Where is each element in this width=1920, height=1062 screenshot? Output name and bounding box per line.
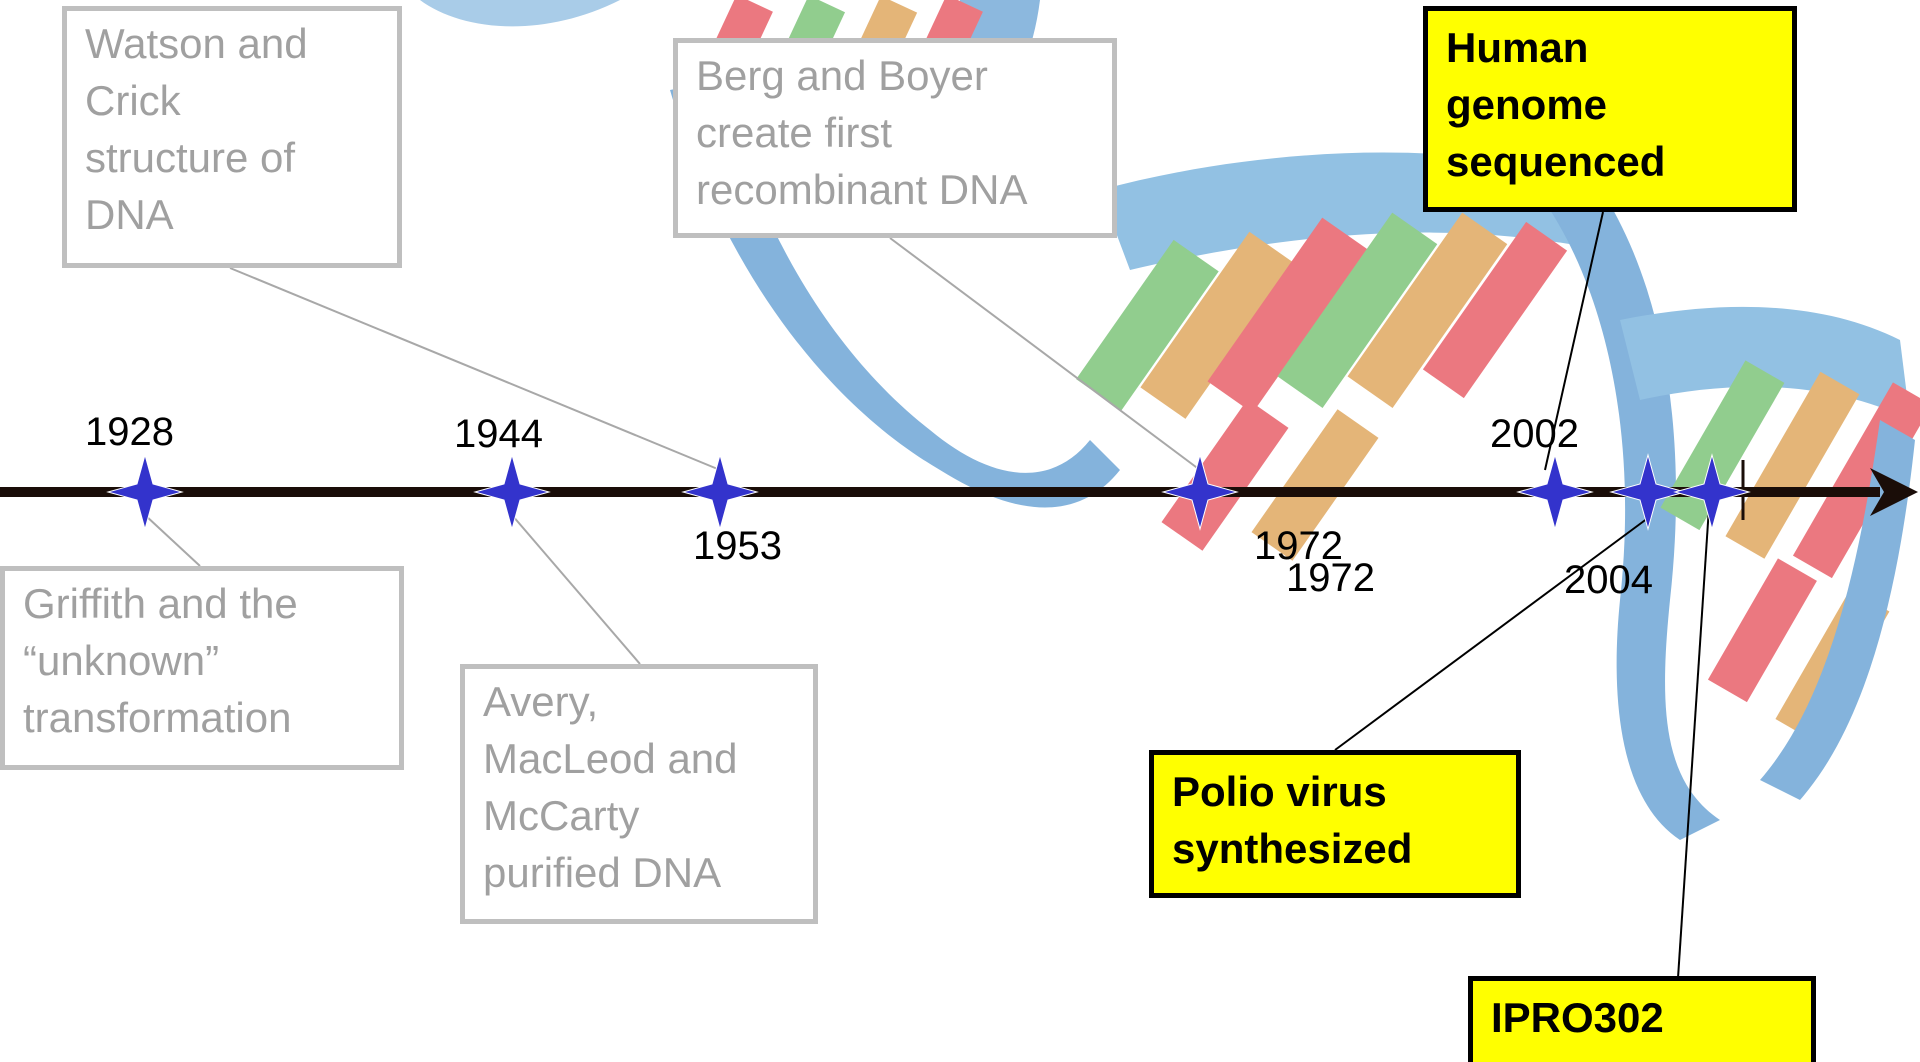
event-text-line: Berg and Boyer	[696, 47, 1094, 104]
event-text-line: McCarty	[483, 787, 795, 844]
four-point-star-icon	[475, 455, 549, 529]
event-box-watson-crick: Watson and Crick structure of DNA	[62, 6, 402, 268]
four-point-star-icon	[1518, 455, 1592, 529]
event-box-human-genome: Human genome sequenced	[1423, 6, 1797, 212]
four-point-star-icon	[1163, 455, 1237, 529]
connector-polio	[1335, 518, 1648, 750]
event-box-avery: Avery, MacLeod and McCarty purified DNA	[460, 664, 818, 924]
year-label-1953: 1953	[693, 526, 782, 566]
event-text-line: Watson and	[85, 15, 379, 72]
year-label-1944: 1944	[454, 414, 543, 454]
event-box-griffith: Griffith and the “unknown” transformatio…	[0, 566, 404, 770]
event-text-line: genome	[1446, 76, 1774, 133]
event-text-line: recombinant DNA	[696, 161, 1094, 218]
year-label-1928: 1928	[85, 412, 174, 452]
event-text-line: Polio virus	[1172, 763, 1498, 820]
event-box-ipro302: IPRO302	[1468, 976, 1816, 1062]
event-text-line: IPRO302	[1491, 989, 1793, 1046]
connector-avery	[512, 515, 640, 664]
event-text-line: purified DNA	[483, 844, 795, 901]
event-box-berg-boyer: Berg and Boyer create first recombinant …	[673, 38, 1117, 238]
event-text-line: Griffith and the	[23, 575, 381, 632]
event-text-line: Avery,	[483, 673, 795, 730]
connector-ipro	[1678, 492, 1710, 978]
year-label-1972-duplicate: 1972	[1286, 558, 1375, 598]
event-text-line: synthesized	[1172, 820, 1498, 877]
event-text-line: “unknown”	[23, 632, 381, 689]
event-text-line: structure of	[85, 129, 379, 186]
event-text-line: DNA	[85, 186, 379, 243]
connector-griffith	[145, 515, 200, 566]
four-point-star-icon	[108, 455, 182, 529]
event-text-line: transformation	[23, 689, 381, 746]
four-point-star-icon	[683, 455, 757, 529]
connector-berg-boyer	[890, 238, 1200, 470]
event-text-line: Crick	[85, 72, 379, 129]
event-text-line: MacLeod and	[483, 730, 795, 787]
event-text-line: sequenced	[1446, 133, 1774, 190]
year-label-2004: 2004	[1564, 560, 1653, 600]
four-point-star-icon	[1675, 455, 1749, 529]
event-text-line: Human	[1446, 19, 1774, 76]
event-text-line: create first	[696, 104, 1094, 161]
year-label-2002: 2002	[1490, 414, 1579, 454]
event-box-polio: Polio virus synthesized	[1149, 750, 1521, 898]
